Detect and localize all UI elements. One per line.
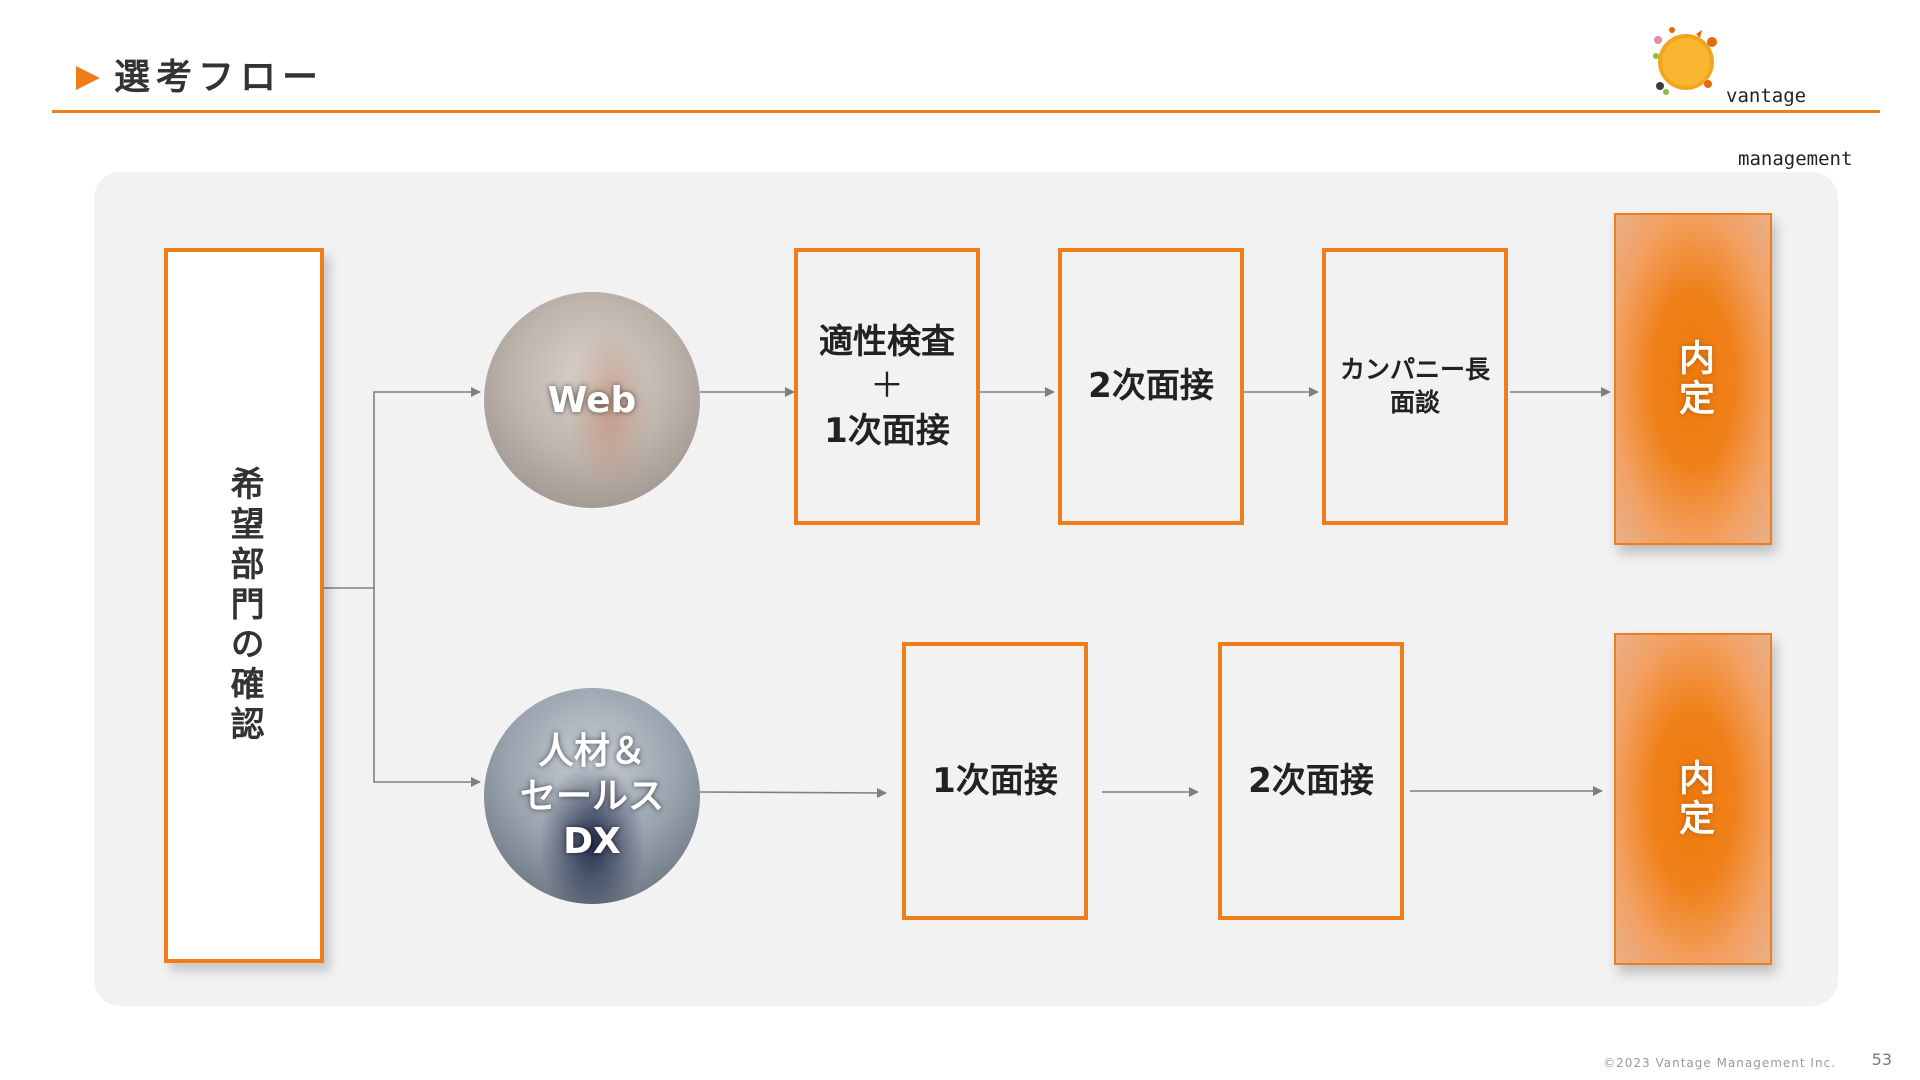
flow-start-box: 希望部門の確認 [164, 248, 324, 963]
hr-result-label: 内定 [1673, 759, 1714, 839]
hr-step1-label: 1次面接 [932, 760, 1058, 801]
web-step1-box: 適性検査 ＋ 1次面接 [794, 248, 980, 525]
hr-sales-track-photo: 人材＆ セールス DX [484, 688, 700, 904]
web-step1-line1: 適性検査 [819, 322, 955, 363]
web-step3-box: カンパニー長 面談 [1322, 248, 1508, 525]
page-number: 53 [1871, 1050, 1892, 1069]
connector-start-to-web [323, 387, 481, 589]
hr-sales-track-label: 人材＆ セールス DX [519, 730, 664, 862]
web-result-box: 内定 [1614, 213, 1772, 545]
sun-logo-icon [1653, 27, 1717, 95]
web-result-label: 内定 [1673, 339, 1714, 419]
web-step1-line2: ＋ [870, 366, 904, 407]
hr-step2-box: 2次面接 [1218, 642, 1404, 920]
web-step3-line1: カンパニー長 [1339, 355, 1490, 384]
company-logo: vantage management [1650, 20, 1872, 170]
connector-start-to-hr [373, 588, 481, 787]
hr-result-box: 内定 [1614, 633, 1772, 965]
web-track-photo: Web [484, 292, 700, 508]
web-step1-line3: 1次面接 [824, 410, 950, 451]
connector-hr-to-step1 [699, 787, 887, 798]
title-marker-icon [76, 66, 100, 90]
copyright-text: ©2023 Vantage Management Inc. [1603, 1056, 1836, 1070]
logo-wordmark: vantage management [1726, 85, 1853, 170]
web-step3-line2: 面談 [1389, 387, 1440, 417]
hr-step1-box: 1次面接 [902, 642, 1088, 920]
header-divider [52, 110, 1880, 113]
web-track-label: Web [547, 379, 637, 421]
flow-start-label: 希望部門の確認 [224, 465, 265, 746]
web-step2-box: 2次面接 [1058, 248, 1244, 525]
hr-step2-label: 2次面接 [1248, 760, 1374, 801]
web-step2-label: 2次面接 [1088, 366, 1214, 407]
page-title: 選考フロー [114, 57, 325, 98]
